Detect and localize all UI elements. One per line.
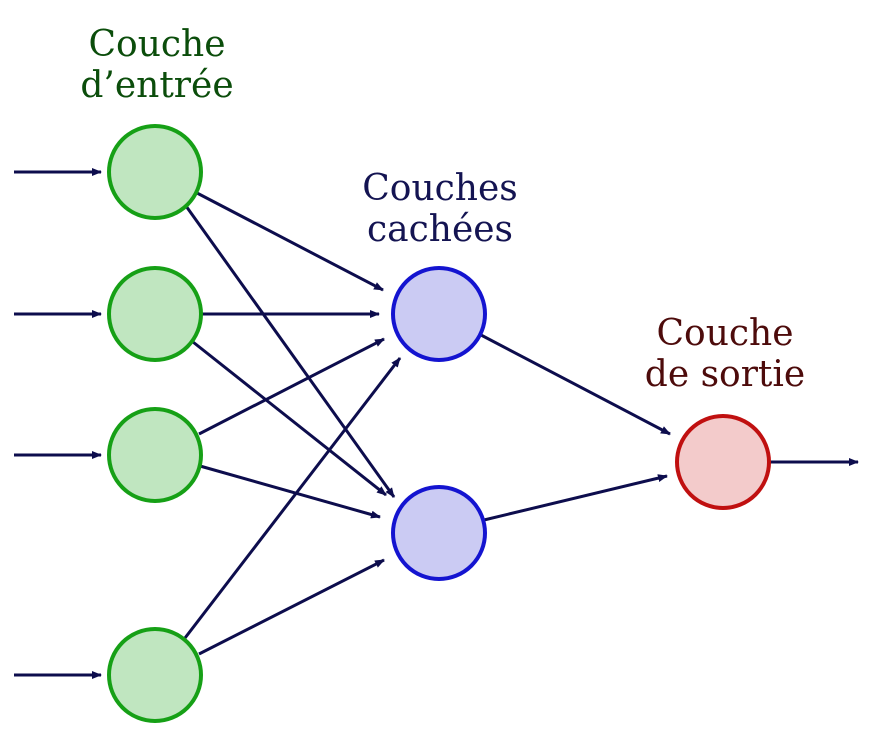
output-layer-label-line2: de sortie [645, 354, 805, 395]
output-layer-label-line1: Couche [656, 313, 793, 354]
input-hidden-connections [183, 191, 402, 656]
input-node-2 [107, 266, 203, 362]
hidden-layer-label-line2: cachées [367, 209, 513, 250]
input-layer-label-line2: d’entrée [80, 65, 233, 106]
edge-in4-h1 [183, 357, 402, 639]
hidden-node-1 [391, 266, 487, 362]
hidden-layer-label-line1: Couches [362, 168, 518, 209]
output-node [675, 414, 771, 510]
edge-in3-h1 [198, 337, 385, 436]
edge-in4-h2 [198, 558, 385, 656]
edge-h1-out [480, 333, 671, 436]
input-node-3 [107, 407, 203, 503]
edge-in1-h2 [184, 205, 396, 498]
hidden-layer-nodes [391, 266, 487, 581]
hidden-output-connections [480, 333, 671, 522]
edge-in1-h1 [196, 191, 384, 292]
input-arrows [14, 168, 102, 679]
edge-in3-h2 [199, 464, 381, 519]
input-layer-nodes [107, 124, 203, 723]
hidden-node-2 [391, 485, 487, 581]
input-node-1 [107, 124, 203, 220]
edge-in2-h2 [192, 340, 387, 497]
edge-h2-out [483, 474, 668, 522]
input-node-4 [107, 627, 203, 723]
input-layer-label-line1: Couche [88, 24, 225, 65]
